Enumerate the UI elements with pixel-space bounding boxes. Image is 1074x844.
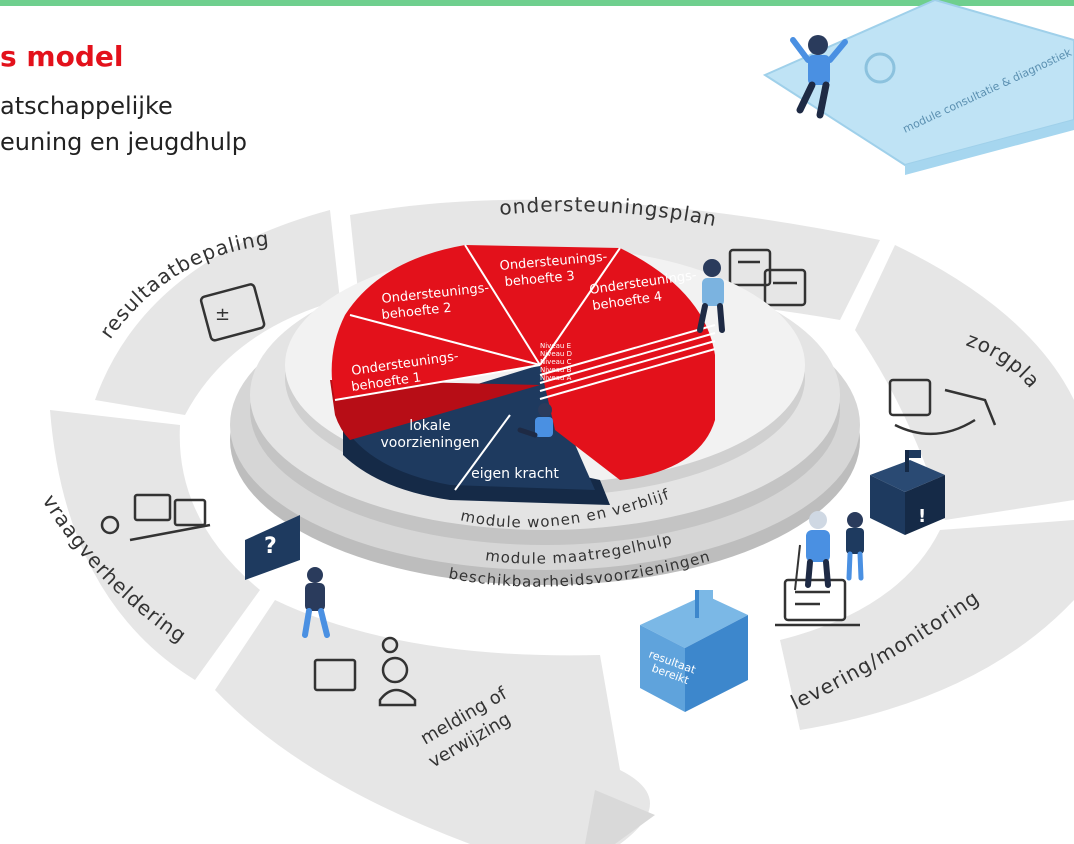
pie-segment-4 — [540, 248, 715, 480]
elderly-person-icon — [794, 511, 831, 591]
person-lying-pie-icon — [517, 403, 553, 438]
svg-text:!: ! — [918, 506, 926, 527]
page-title: s model — [0, 40, 124, 73]
segment-resultaatbepaling — [95, 210, 340, 415]
module-consultatie-card: module consultatie & diagnostiek — [762, 0, 1074, 175]
vraag-people-table-icon — [100, 493, 211, 542]
svg-text:±: ± — [215, 304, 230, 325]
question-sign: ? — [245, 515, 300, 580]
need-2-line2: behoefte 2 — [381, 301, 452, 323]
lokale-line2: voorzieningen — [380, 435, 479, 451]
level-b-label: Niveau B — [540, 366, 572, 374]
level-c-label: Niveau C — [540, 358, 572, 366]
segment-vraagverheldering — [50, 410, 260, 680]
zorgplan-hands-icon — [888, 378, 997, 436]
level-a-label: Niveau A — [540, 374, 572, 382]
person-sitting-card-icon — [790, 35, 848, 119]
monitoring-laptop-icon — [775, 578, 860, 627]
pie-segment-3 — [465, 245, 620, 365]
subtitle-line-1: atschappelijke — [0, 92, 173, 120]
child-person-icon — [846, 512, 864, 581]
segment-levering — [780, 520, 1074, 730]
level-e-label: Niveau E — [540, 342, 571, 350]
alert-box-icon: ! — [870, 450, 945, 535]
need-3-line2: behoefte 3 — [504, 269, 575, 290]
subtitle-line-2: euning en jeugdhulp — [0, 128, 247, 156]
pie-navy-lower — [343, 365, 595, 490]
cycle-arrow-head — [585, 790, 655, 844]
lokale-line1: lokale — [409, 418, 450, 434]
person-question-icon — [302, 567, 330, 638]
result-calculator-icon: ± — [199, 283, 266, 342]
plan-document-icon — [728, 248, 807, 307]
pie-segment-1-2 — [331, 245, 540, 400]
level-d-label: Niveau D — [540, 350, 572, 358]
question-mark-label: ? — [264, 534, 277, 559]
melding-person-calendar-icon — [313, 636, 417, 707]
segment-zorgplan — [855, 245, 1074, 520]
eigen-kracht-label: eigen kracht — [471, 466, 559, 482]
person-sitting-pie-icon — [697, 259, 725, 333]
needs-pie — [330, 244, 716, 505]
top-accent-bar — [0, 0, 1074, 6]
resultaat-bereikt-box: resultaat bereikt — [640, 590, 748, 712]
